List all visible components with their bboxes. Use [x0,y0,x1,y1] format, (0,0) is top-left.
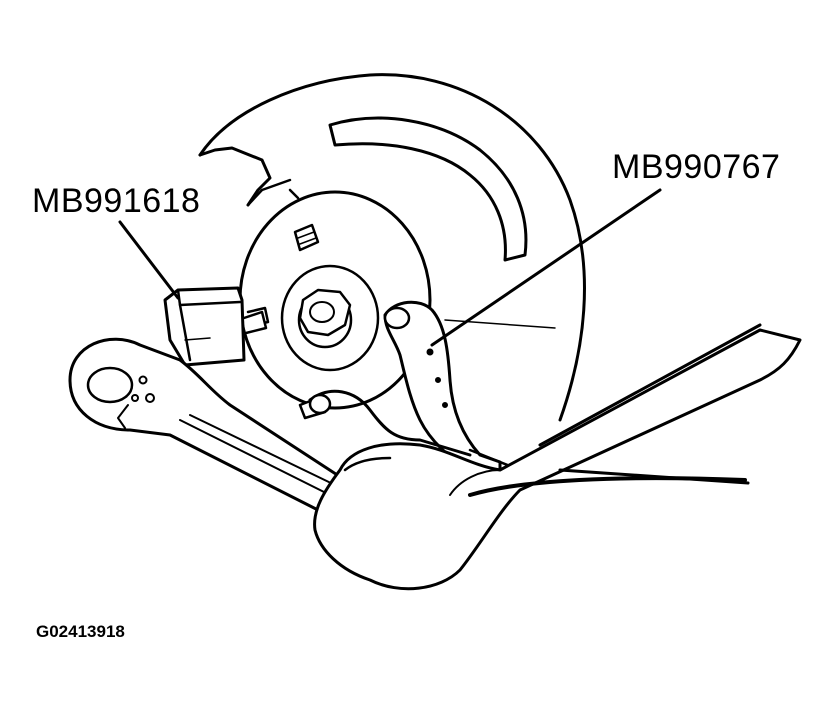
ratchet-wrench [68,337,354,524]
label-mb990767: MB990767 [612,148,781,186]
tool-mb990767 [298,300,522,477]
leader-line-mb991618 [118,220,180,300]
hand [313,328,802,591]
tool-mb991618 [163,286,268,367]
figure-id: G02413918 [36,622,125,641]
label-mb991618: MB991618 [32,182,201,220]
leader-line-mb990767 [430,188,662,347]
hub-nut [298,288,352,337]
wheel-hub [238,188,432,410]
shield-slot [328,116,528,262]
forearm-edge [468,476,747,497]
